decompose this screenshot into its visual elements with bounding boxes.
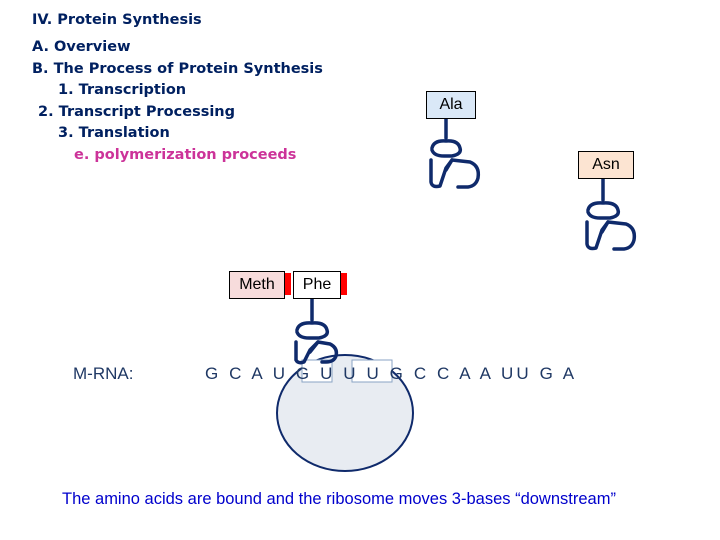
outline-subitem-3: 3. Translation bbox=[58, 125, 170, 141]
trna-icon bbox=[429, 117, 481, 189]
amino-acid-ala: Ala bbox=[426, 91, 476, 119]
outline-subitem-2: 2. Transcript Processing bbox=[38, 104, 236, 120]
ribosome-shape bbox=[276, 354, 414, 472]
amino-acid-phe: Phe bbox=[293, 271, 341, 299]
peptide-bond-mark bbox=[285, 273, 291, 295]
trna-icon bbox=[585, 176, 637, 251]
amino-acid-asn: Asn bbox=[578, 151, 634, 179]
outline-item-a: A. Overview bbox=[32, 39, 131, 55]
mrna-label: M-RNA: bbox=[73, 364, 134, 383]
codon-frame bbox=[301, 359, 333, 383]
mrna-sequence: G C A U G U U U G C C A A UU G A bbox=[205, 364, 578, 383]
amino-acid-meth: Meth bbox=[229, 271, 285, 299]
peptide-bond-mark bbox=[341, 273, 347, 295]
trna-icon bbox=[294, 296, 339, 365]
codon-frame bbox=[351, 359, 393, 383]
outline-item-b: B. The Process of Protein Synthesis bbox=[32, 61, 323, 77]
outline-subitem-1: 1. Transcription bbox=[58, 82, 187, 98]
caption: The amino acids are bound and the riboso… bbox=[62, 490, 616, 508]
outline-subitem-e: e. polymerization proceeds bbox=[74, 147, 297, 163]
outline-heading: IV. Protein Synthesis bbox=[32, 12, 202, 28]
